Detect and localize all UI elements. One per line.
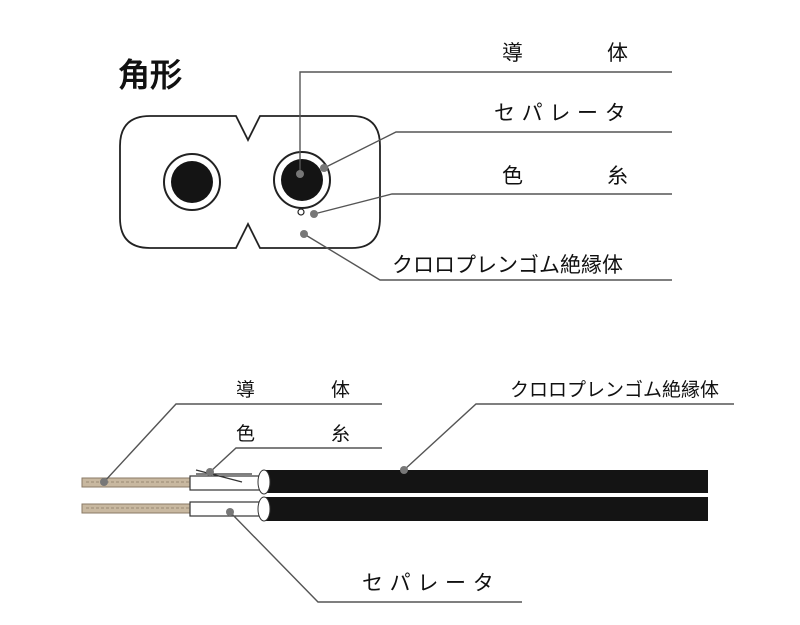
- side-insulation-leader-dot: [400, 466, 408, 474]
- insulation-leader-dot: [300, 230, 308, 238]
- conductor-leader: [299, 71, 672, 174]
- color-thread-strand: [195, 469, 243, 483]
- side-separator-label: セ パ レ ー タ: [362, 571, 494, 595]
- cross-section-title: 角形: [118, 56, 182, 94]
- side-separator-leader-dot: [226, 508, 234, 516]
- cross-section-profile: [119, 115, 381, 249]
- side-color-thread-leader-dot: [206, 468, 214, 476]
- cross-color-thread-label: 色 糸: [502, 164, 628, 188]
- separator-leader: [323, 131, 672, 169]
- insulation-leader: [303, 233, 672, 281]
- side-color-thread-label: 色 糸: [236, 423, 350, 445]
- side-color-thread-leader: [209, 447, 382, 473]
- color-thread-mark: [297, 208, 305, 216]
- cross-conductor-label: 導 体: [502, 41, 628, 65]
- side-separator-leader: [229, 511, 522, 603]
- separator-leader-dot: [320, 164, 328, 172]
- side-insulation-label: クロロプレンゴム絶縁体: [510, 379, 719, 401]
- cross-separator-label: セ パ レ ー タ: [494, 101, 626, 125]
- right-conductor: [281, 159, 323, 201]
- color-thread-leader: [313, 193, 672, 215]
- upper-insulation-jacket: [262, 470, 708, 494]
- side-conductor-leader-dot: [100, 478, 108, 486]
- side-conductor-label: 導 体: [236, 379, 350, 401]
- color-thread-leader-dot: [310, 210, 318, 218]
- conductor-leader-dot: [296, 170, 304, 178]
- left-conductor: [171, 161, 213, 203]
- cross-insulation-label: クロロプレンゴム絶縁体: [392, 253, 623, 277]
- side-insulation-leader: [403, 403, 734, 471]
- side-conductor-leader: [103, 403, 382, 483]
- lower-insulation-jacket: [262, 497, 708, 521]
